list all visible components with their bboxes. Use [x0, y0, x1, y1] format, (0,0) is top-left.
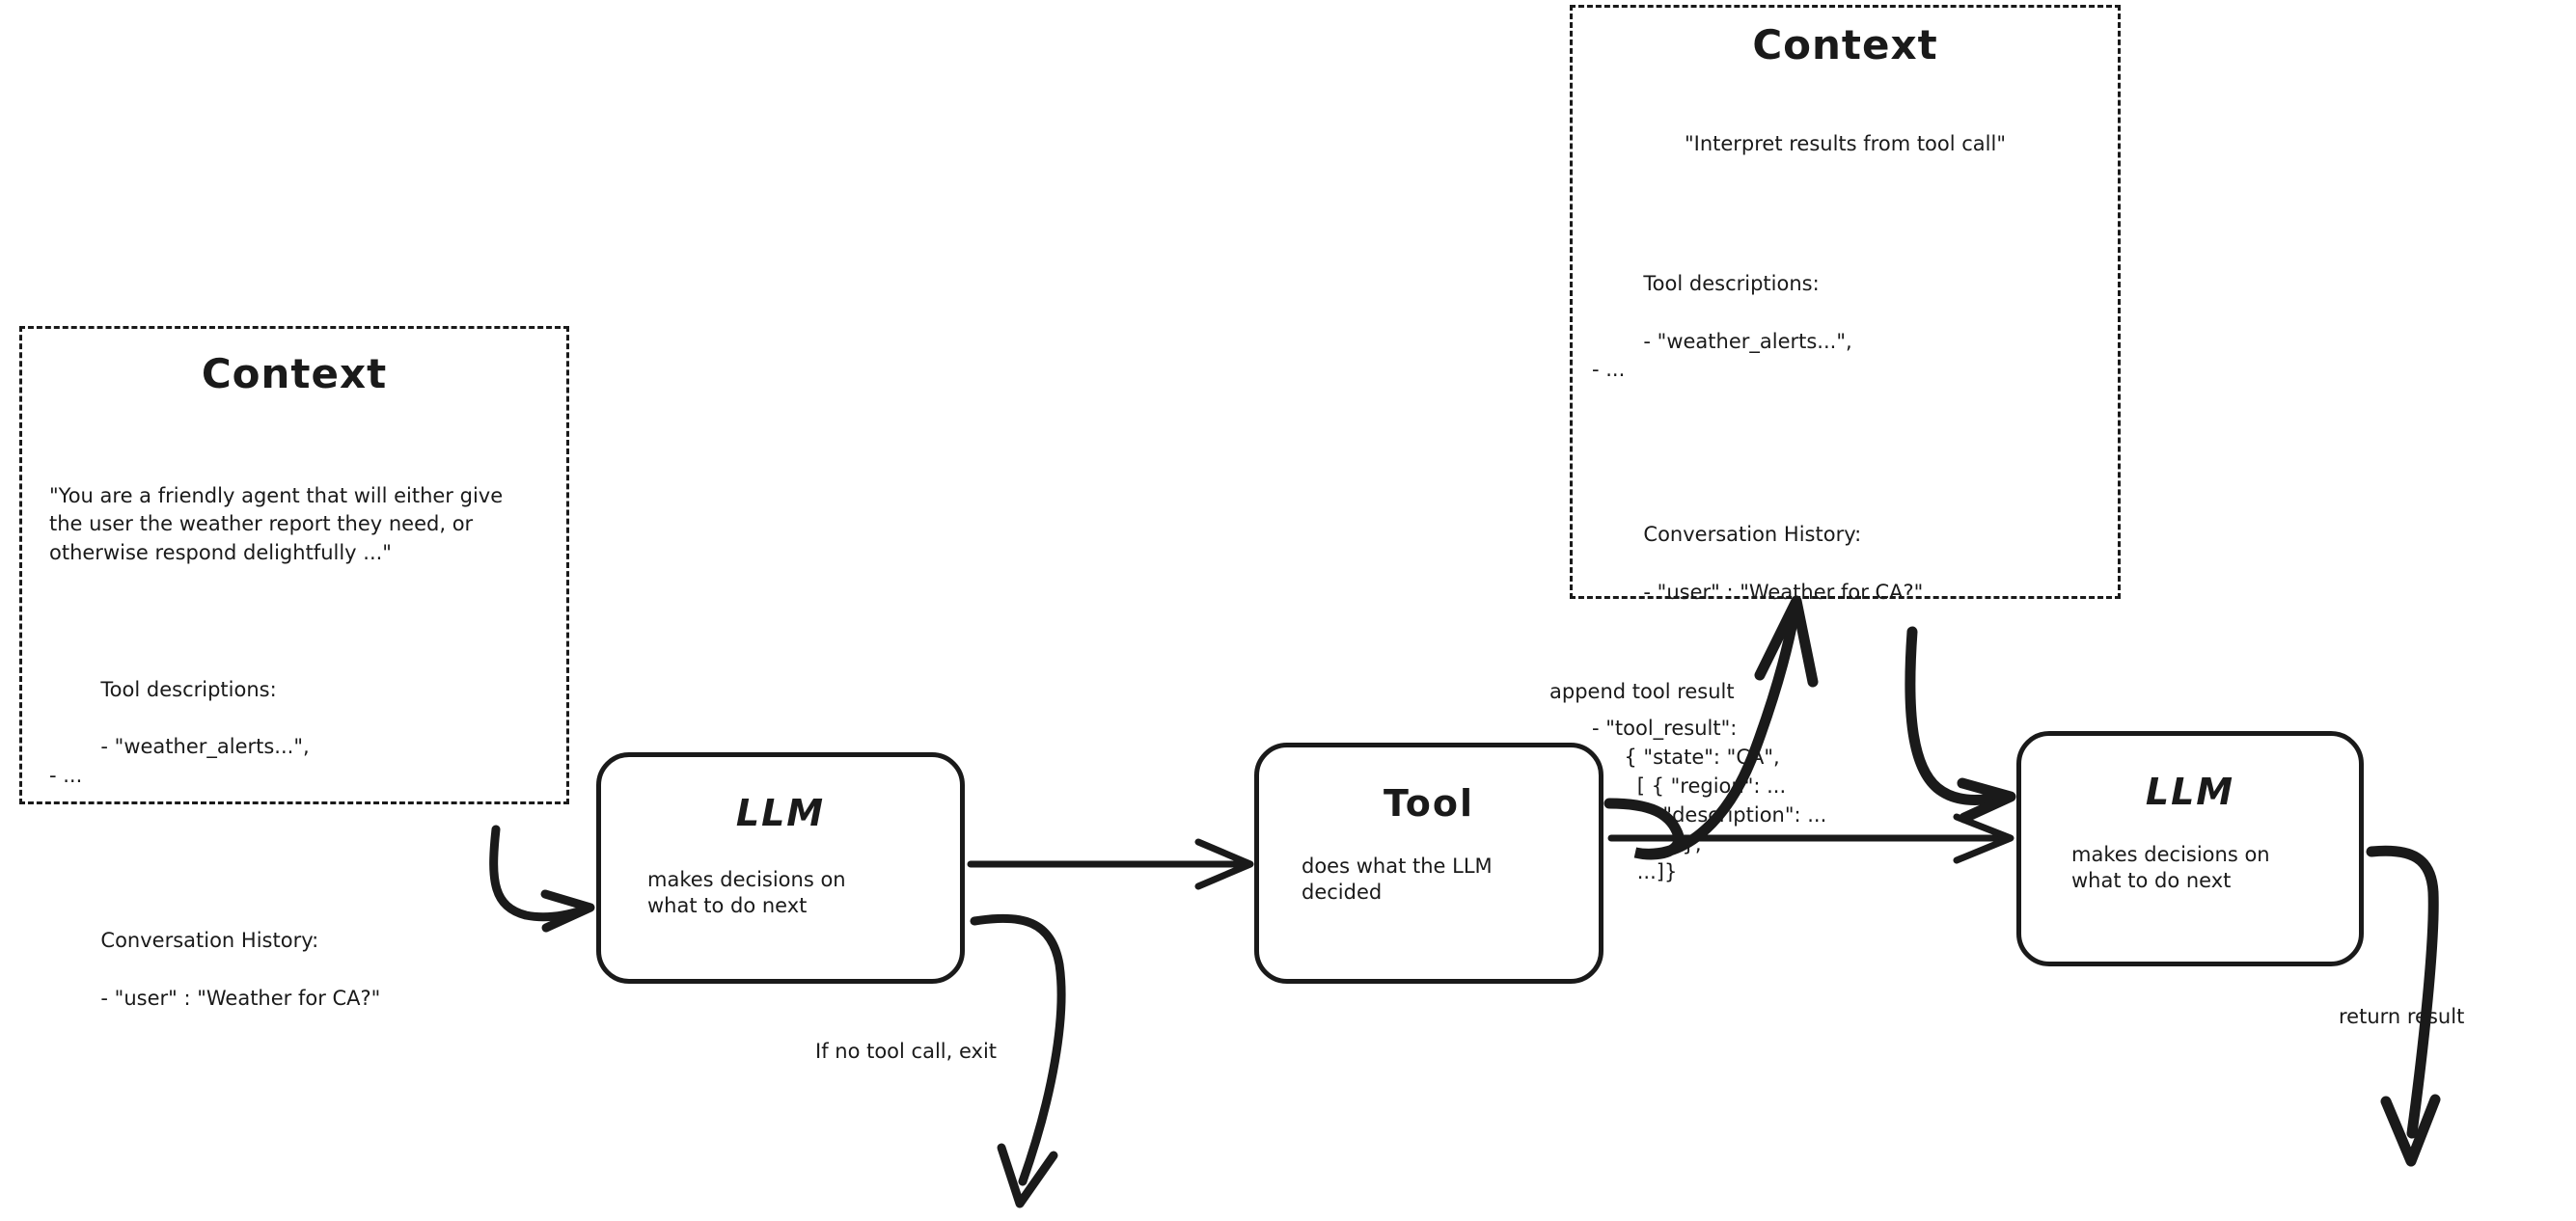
context-left-conversation-heading: Conversation History:: [100, 929, 319, 952]
context-left-conversation-items: - "user" : "Weather for CA?": [100, 986, 381, 1010]
context-left-tool-descriptions: Tool descriptions: - "weather_alerts..."…: [49, 647, 539, 820]
edge-label-append-tool-result: append tool result: [1549, 680, 1735, 703]
node-llm-first-title: LLM: [735, 792, 826, 834]
context-left-tool-descriptions-items: - "weather_alerts...", - ...: [49, 735, 310, 787]
node-llm-second[interactable]: LLM makes decisions on what to do next: [2016, 731, 2364, 966]
edge-label-return-result: return result: [2339, 1005, 2465, 1028]
context-right-body: "Interpret results from tool call" Tool …: [1573, 72, 2118, 945]
context-right-tool-descriptions-heading: Tool descriptions:: [1643, 271, 1820, 295]
context-box-left: Context "You are a friendly agent that w…: [19, 326, 569, 1010]
node-llm-second-title: LLM: [2145, 771, 2235, 813]
context-left-conversation: Conversation History: - "user" : "Weathe…: [49, 898, 539, 1042]
node-llm-second-subtitle: makes decisions on what to do next: [2071, 843, 2270, 893]
node-tool[interactable]: Tool does what the LLM decided: [1254, 743, 1603, 984]
context-right-tool-result: - "tool_result": { "state": "CA", [ { "r…: [1592, 717, 1827, 884]
context-right-tool-descriptions: Tool descriptions: - "weather_alerts..."…: [1592, 241, 2098, 414]
context-right-conversation-heading: Conversation History:: [1643, 523, 1862, 547]
node-llm-first[interactable]: LLM makes decisions on what to do next: [596, 752, 965, 984]
context-left-title: Context: [201, 350, 388, 397]
context-right-system-prompt: "Interpret results from tool call": [1684, 131, 2007, 155]
node-llm-first-subtitle: makes decisions on what to do next: [647, 868, 846, 918]
context-right-title: Context: [1752, 21, 1938, 68]
node-tool-title: Tool: [1383, 782, 1475, 825]
context-box-right: Context "Interpret results from tool cal…: [1570, 5, 2121, 883]
edge-label-if-no-tool-call-exit: If no tool call, exit: [815, 1040, 998, 1063]
context-right-conversation-user: - "user" : "Weather for CA?": [1643, 581, 1924, 604]
node-tool-subtitle: does what the LLM decided: [1302, 855, 1493, 905]
context-left-system-prompt: "You are a friendly agent that will eith…: [49, 483, 509, 565]
edge-llm1-to-tool-arrow: [967, 838, 1254, 890]
context-left-tool-descriptions-heading: Tool descriptions:: [100, 677, 277, 701]
context-left-body: "You are a friendly agent that will eith…: [22, 424, 566, 1099]
context-right-tool-descriptions-items: - "weather_alerts...", - ...: [1592, 329, 1852, 382]
context-right-conversation: Conversation History: - "user" : "Weathe…: [1592, 493, 2098, 637]
